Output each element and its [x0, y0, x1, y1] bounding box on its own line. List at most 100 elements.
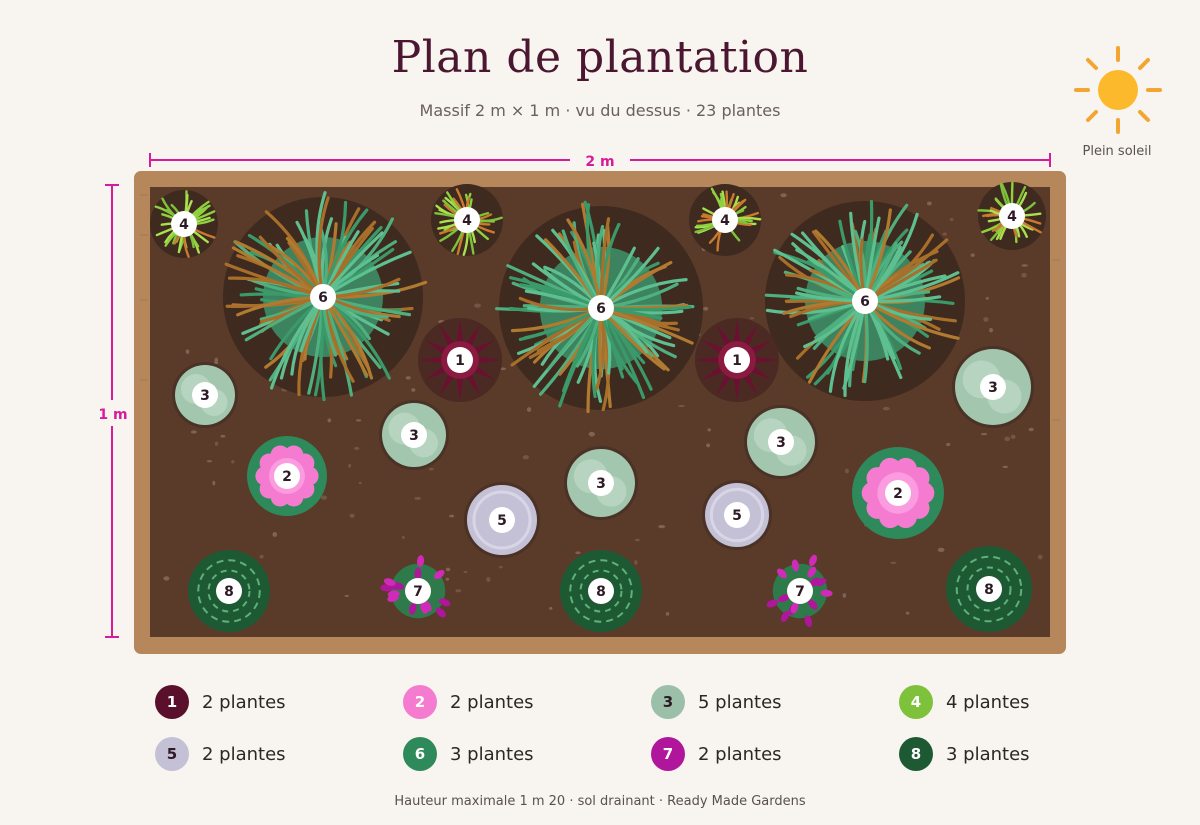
- plant-number-badge: [588, 295, 614, 321]
- garden-plan: 2 m 1 m 4 4 4 4 6 6 6 1 1 3 3 3 3 3 2 2 5 5 8 8 8 7 7: [94, 147, 1066, 654]
- plant-8: 8: [188, 550, 270, 632]
- legend-item: 3 5 plantes: [651, 684, 782, 720]
- sun-icon: [1072, 44, 1164, 136]
- plant-number: 7: [413, 584, 423, 600]
- plant-number-badge: [588, 470, 614, 496]
- legend-text: 2 plantes: [698, 743, 782, 765]
- plant-number: 4: [179, 217, 189, 233]
- legend: 1 2 plantes 2 2 plantes 3 5 plantes 4 4 plantes…: [155, 684, 1155, 774]
- plant-8: 8: [946, 546, 1032, 632]
- legend-item: 4 4 plantes: [899, 684, 1030, 720]
- legend-item: 5 2 plantes: [155, 736, 286, 772]
- plant-number-badge: [588, 578, 614, 604]
- plant-5: 5: [702, 480, 772, 550]
- plant-number: 6: [596, 301, 606, 317]
- plant-number: 3: [988, 380, 998, 396]
- plant-number: 8: [224, 584, 234, 600]
- plant-4: 4: [977, 181, 1046, 250]
- plant-number-badge: [405, 578, 431, 604]
- legend-badge: 6: [403, 737, 437, 771]
- legend-text: 3 plantes: [946, 743, 1030, 765]
- legend-text: 2 plantes: [202, 743, 286, 765]
- legend-item: 7 2 plantes: [651, 736, 782, 772]
- plant-4: 4: [689, 184, 762, 256]
- sun-label: Plein soleil: [1082, 144, 1152, 159]
- plant-number-badge: [171, 211, 197, 237]
- legend-badge: 4: [899, 685, 933, 719]
- legend-item: 2 2 plantes: [403, 684, 534, 720]
- plant-number-badge: [216, 578, 242, 604]
- plant-number-badge: [980, 374, 1006, 400]
- plant-number-badge: [724, 502, 750, 528]
- plant-number: 4: [462, 213, 472, 229]
- plant-number-badge: [999, 203, 1025, 229]
- legend-text: 4 plantes: [946, 691, 1030, 713]
- plant-number: 1: [455, 353, 465, 369]
- plant-number: 4: [1007, 209, 1017, 225]
- plant-1: 1: [695, 318, 779, 402]
- plant-6: 6: [223, 191, 428, 402]
- plant-1: 1: [418, 318, 502, 402]
- legend-badge: 3: [651, 685, 685, 719]
- legend-text: 5 plantes: [698, 691, 782, 713]
- plant-number-badge: [724, 347, 750, 373]
- plant-3: 3: [564, 446, 638, 520]
- plant-4: 4: [431, 184, 503, 256]
- legend-badge: 5: [155, 737, 189, 771]
- plant-4: 4: [150, 190, 218, 258]
- plant-number: 7: [795, 584, 805, 600]
- plant-number: 3: [776, 435, 786, 451]
- legend-item: 6 3 plantes: [403, 736, 534, 772]
- plant-number-badge: [401, 422, 427, 448]
- footer-note: Hauteur maximale 1 m 20 · sol drainant ·…: [394, 794, 806, 809]
- plant-number-badge: [768, 429, 794, 455]
- plant-7: 7: [766, 554, 833, 628]
- plant-number: 3: [596, 476, 606, 492]
- plant-number: 5: [497, 513, 507, 529]
- plant-3: 3: [172, 362, 238, 428]
- plant-number-badge: [787, 578, 813, 604]
- page-title: Plan de plantation: [391, 32, 809, 83]
- plant-number: 6: [318, 290, 328, 306]
- plant-6: 6: [764, 199, 965, 401]
- plant-3: 3: [952, 346, 1034, 428]
- plant-3: 3: [744, 405, 818, 479]
- plant-number-badge: [489, 507, 515, 533]
- plant-6: 6: [495, 200, 703, 414]
- plant-number-badge: [852, 288, 878, 314]
- plant-8: 8: [560, 550, 642, 632]
- plant-number-badge: [310, 284, 336, 310]
- plant-number: 5: [732, 508, 742, 524]
- plant-3: 3: [379, 400, 449, 470]
- plant-5: 5: [464, 482, 540, 558]
- plant-number-badge: [447, 347, 473, 373]
- plant-number: 8: [596, 584, 606, 600]
- height-label: 1 m: [98, 407, 127, 423]
- plants-layer: 4 4 4 4 6 6 6 1 1 3 3 3 3 3 2 2 5 5 8 8 8 7 7: [150, 181, 1046, 632]
- plant-number-badge: [192, 382, 218, 408]
- legend-badge: 7: [651, 737, 685, 771]
- height-dimension: 1 m: [94, 184, 142, 638]
- page-subtitle: Massif 2 m × 1 m · vu du dessus · 23 pla…: [419, 101, 781, 120]
- plant-number-badge: [274, 463, 300, 489]
- legend-text: 2 plantes: [202, 691, 286, 713]
- plant-number: 8: [984, 582, 994, 598]
- plant-number-badge: [712, 207, 738, 233]
- legend-text: 3 plantes: [450, 743, 534, 765]
- plant-number: 3: [200, 388, 210, 404]
- width-dimension: 2 m: [149, 147, 1051, 173]
- plant-number: 3: [409, 428, 419, 444]
- plant-7: 7: [380, 555, 451, 619]
- plant-2: 2: [247, 436, 327, 516]
- plant-number: 1: [732, 353, 742, 369]
- legend-badge: 2: [403, 685, 437, 719]
- width-label: 2 m: [585, 154, 614, 170]
- legend-text: 2 plantes: [450, 691, 534, 713]
- plant-number: 2: [893, 486, 903, 502]
- plant-number: 2: [282, 469, 292, 485]
- plant-number: 4: [720, 213, 730, 229]
- legend-item: 8 3 plantes: [899, 736, 1030, 772]
- legend-badge: 1: [155, 685, 189, 719]
- legend-badge: 8: [899, 737, 933, 771]
- legend-item: 1 2 plantes: [155, 684, 286, 720]
